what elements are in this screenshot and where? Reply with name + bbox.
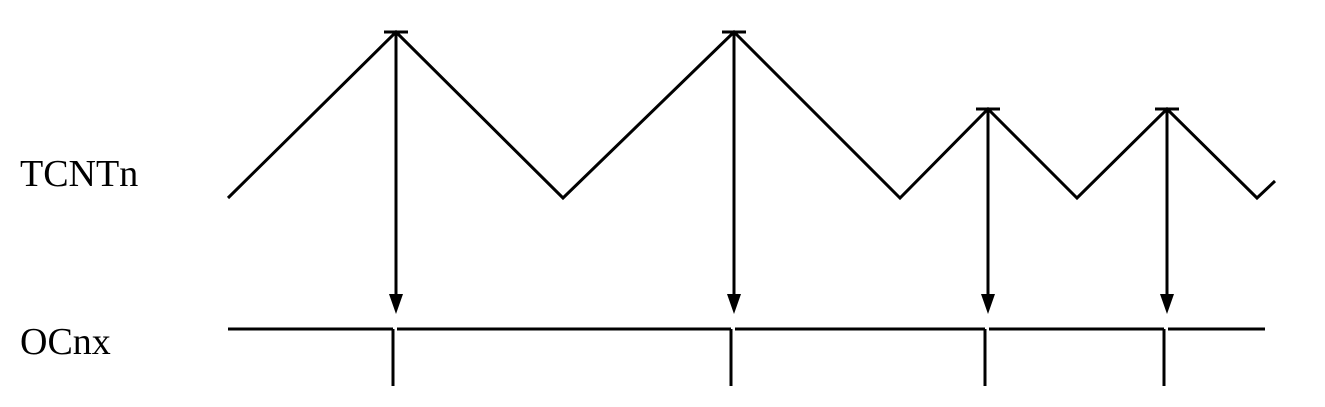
output-edge — [983, 327, 992, 386]
output-edge — [1162, 327, 1171, 386]
output-edge — [391, 327, 400, 386]
event-arrow-head — [981, 294, 995, 314]
event-arrow-head — [1160, 294, 1174, 314]
event-arrow-head — [389, 294, 403, 314]
event-arrow-head — [727, 294, 741, 314]
counter-waveform — [226, 29, 1277, 201]
output-edge — [729, 327, 738, 386]
counter-signal-label: TCNTn — [20, 153, 139, 195]
output-signal-label: OCnx — [20, 321, 111, 363]
event-arrows — [389, 32, 1174, 314]
peak-markers — [384, 30, 1179, 111]
output-waveform — [228, 327, 1265, 386]
